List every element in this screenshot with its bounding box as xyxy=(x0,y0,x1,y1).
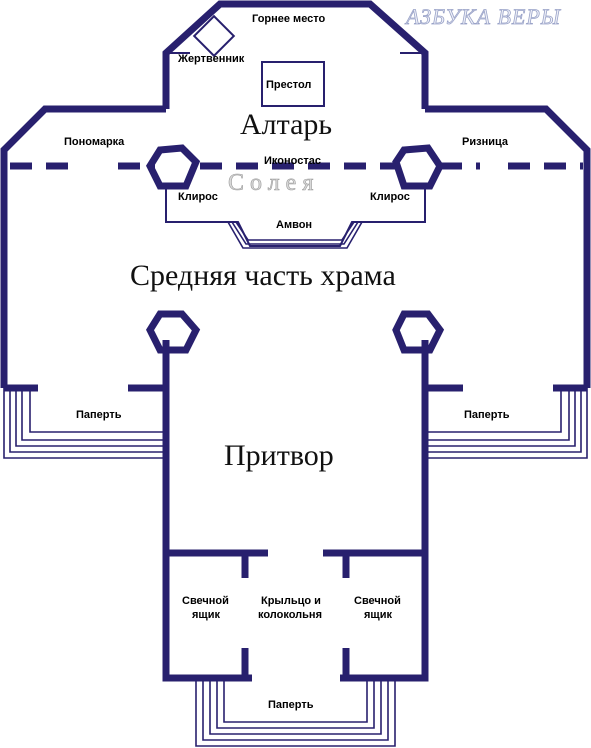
ambon-steps xyxy=(227,221,363,249)
narthex-right-wall xyxy=(395,340,429,682)
logo-text: АЗБУКА ВЕРЫ xyxy=(404,4,562,29)
paperth-right-label: Паперть xyxy=(464,409,510,421)
nave-pillar-right xyxy=(392,310,445,354)
svechnoy-left-label-2: ящик xyxy=(192,609,220,621)
nave-pillar-left xyxy=(145,310,201,354)
bottom-porch-steps xyxy=(195,678,396,747)
transept-top-wall xyxy=(0,105,166,388)
svechnoy-right-label-2: ящик xyxy=(364,609,392,621)
kliros-left-label: Клирос xyxy=(178,191,218,203)
pritvor-label: Притвор xyxy=(224,439,334,472)
narthex-left-wall xyxy=(162,340,196,682)
riznitsa-label: Ризница xyxy=(462,136,509,148)
prestol-label: Престол xyxy=(266,79,311,91)
srednyaya-label: Средняя часть храма xyxy=(130,259,396,292)
ikonostas-label: Иконостас xyxy=(264,155,321,167)
altar-label: Алтарь xyxy=(240,108,332,141)
svechnoy-left-label-1: Свечной xyxy=(182,595,229,607)
ponomarka-label: Пономарка xyxy=(64,136,125,148)
ambon-label: Амвон xyxy=(276,219,312,231)
zhertvennik-box xyxy=(192,14,236,58)
zhertvennik-label: Жертвенник xyxy=(177,53,245,65)
krylco-label-2: колокольня xyxy=(258,609,322,621)
svechnoy-right-label-1: Свечной xyxy=(354,595,401,607)
kliros-right-pillar xyxy=(392,144,445,190)
right-porch-steps xyxy=(425,388,588,459)
paperth-bottom-label: Паперть xyxy=(268,699,314,711)
prestol-box xyxy=(261,61,325,107)
solea-label: Солея xyxy=(228,170,319,196)
krylco-label-1: Крыльцо и xyxy=(261,595,321,607)
kliros-left-pillar xyxy=(145,144,201,190)
left-porch-steps xyxy=(3,388,166,459)
transept-top-wall-right xyxy=(425,105,591,388)
paperth-left-label: Паперть xyxy=(76,409,122,421)
gornee-mesto-label: Горнее место xyxy=(252,13,326,25)
solea-outline xyxy=(165,186,426,247)
kliros-right-label: Клирос xyxy=(370,191,410,203)
